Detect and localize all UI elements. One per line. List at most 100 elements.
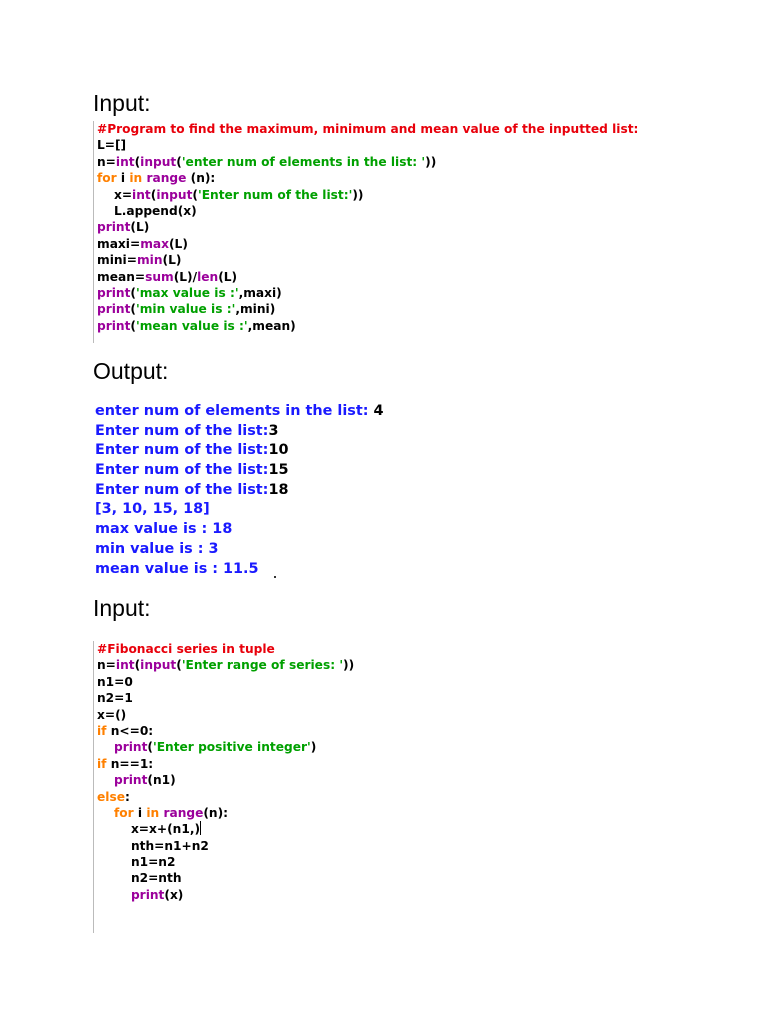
token-plain: ) <box>310 740 317 755</box>
code-line: n1=n2 <box>94 854 354 870</box>
token-plain: (L) <box>130 220 150 235</box>
code-line: mean=sum(L)/len(L) <box>94 269 638 285</box>
output-line: Enter num of the list:18 <box>93 481 383 501</box>
code-line: print(L) <box>94 219 638 235</box>
token-plain: nth=n1+n2 <box>97 838 209 853</box>
token-output_value: 15 <box>268 462 289 479</box>
token-output_value: 3 <box>268 422 279 439</box>
token-plain: ( <box>134 154 141 169</box>
token-plain: i <box>116 171 130 186</box>
code-line: x=() <box>94 707 354 723</box>
token-builtin: print <box>130 887 165 902</box>
code-line: L.append(x) <box>94 203 638 219</box>
token-string: 'max value is :' <box>136 285 239 300</box>
token-plain: ,maxi) <box>238 285 282 300</box>
token-output_prompt: Enter num of the list: <box>95 422 269 439</box>
token-output_value: 10 <box>268 442 289 459</box>
code-line: n=int(input('enter num of elements in th… <box>94 154 638 170</box>
token-string: 'Enter positive integer' <box>152 740 311 755</box>
token-builtin: range <box>146 171 187 186</box>
token-plain: (x) <box>164 887 184 902</box>
token-comment: #Program to find the maximum, minimum an… <box>97 122 639 136</box>
token-plain: maxi= <box>97 236 141 251</box>
token-plain: (L) <box>162 253 182 268</box>
token-output_prompt: enter num of elements in the list: <box>95 403 374 419</box>
code-line: print('max value is :',maxi) <box>94 285 638 301</box>
token-plain: )) <box>425 154 437 169</box>
token-keyword: for <box>113 805 134 820</box>
output-heading: Output: <box>93 358 169 384</box>
token-string: 'Enter num of the list:' <box>197 187 353 202</box>
code-line: if n==1: <box>94 756 354 772</box>
token-plain: (L) <box>218 269 238 284</box>
token-keyword: if <box>97 756 107 771</box>
code-line: n1=0 <box>94 674 354 690</box>
token-builtin: sum <box>145 269 174 284</box>
stray-dot <box>274 576 276 578</box>
token-plain <box>97 888 131 902</box>
token-string: 'mean value is :' <box>136 318 248 333</box>
output-line: Enter num of the list:15 <box>93 461 383 481</box>
token-output_prompt: Enter num of the list: <box>95 481 269 498</box>
token-keyword: if <box>97 723 107 738</box>
token-builtin: range <box>163 805 204 820</box>
token-plain: ( <box>192 187 198 202</box>
token-plain <box>97 773 114 787</box>
token-plain: n2=nth <box>97 871 182 886</box>
token-builtin: input <box>140 154 177 169</box>
token-builtin: int <box>115 154 135 169</box>
token-plain: x=() <box>97 707 127 722</box>
token-output_prompt: Enter num of the list: <box>95 442 269 459</box>
token-keyword: in <box>146 805 160 820</box>
token-output_prompt: min value is : 3 <box>95 540 219 557</box>
code-line: maxi=max(L) <box>94 236 638 252</box>
token-plain: n==1: <box>106 756 154 771</box>
input-heading-2: Input: <box>93 595 151 621</box>
token-output_value: 18 <box>268 481 289 498</box>
token-plain: )) <box>343 658 355 673</box>
token-plain: ,mini) <box>235 302 276 317</box>
output-line: min value is : 3 <box>93 540 383 560</box>
code-line: mini=min(L) <box>94 252 638 268</box>
code-line: n2=nth <box>94 870 354 886</box>
token-plain <box>97 806 114 820</box>
token-plain <box>97 740 114 754</box>
token-string: 'Enter range of series: ' <box>181 658 344 673</box>
token-string: 'min value is :' <box>136 302 236 317</box>
token-plain: )) <box>352 187 364 202</box>
token-output_prompt: [3, 10, 15, 18] <box>95 501 210 518</box>
output-line: mean value is : 11.5 <box>93 560 383 580</box>
code-line: x=int(input('Enter num of the list:')) <box>94 187 638 203</box>
output-line: max value is : 18 <box>93 520 383 540</box>
token-keyword: else <box>97 789 125 804</box>
code-line: nth=n1+n2 <box>94 838 354 854</box>
token-builtin: print <box>97 285 131 300</box>
token-plain: ( <box>130 302 136 317</box>
token-plain: ( <box>147 740 153 755</box>
token-plain: (n): <box>203 805 229 820</box>
code-line: x=x+(n1,) <box>94 821 354 837</box>
code-line: print('min value is :',mini) <box>94 301 638 317</box>
token-plain: mini= <box>97 253 137 268</box>
token-plain: x=x+(n1,) <box>97 822 201 837</box>
output-line: Enter num of the list:10 <box>93 441 383 461</box>
code-line: n2=1 <box>94 690 354 706</box>
code-line: print(n1) <box>94 772 354 788</box>
token-builtin: int <box>115 658 135 673</box>
token-plain: (n1) <box>147 773 176 788</box>
token-builtin: len <box>197 269 219 284</box>
token-plain: n= <box>97 154 116 169</box>
token-plain: n1=0 <box>97 674 133 689</box>
token-builtin: min <box>136 253 163 268</box>
token-plain: (L) <box>168 236 188 251</box>
token-builtin: input <box>156 187 193 202</box>
code-line: else: <box>94 789 354 805</box>
output-line: [3, 10, 15, 18] <box>93 500 383 520</box>
token-plain: n= <box>97 658 116 673</box>
token-comment: #Fibonacci series in tuple <box>97 642 275 656</box>
token-plain: x= <box>97 187 133 202</box>
code-line: n=int(input('Enter range of series: ')) <box>94 657 354 673</box>
token-builtin: print <box>113 773 148 788</box>
